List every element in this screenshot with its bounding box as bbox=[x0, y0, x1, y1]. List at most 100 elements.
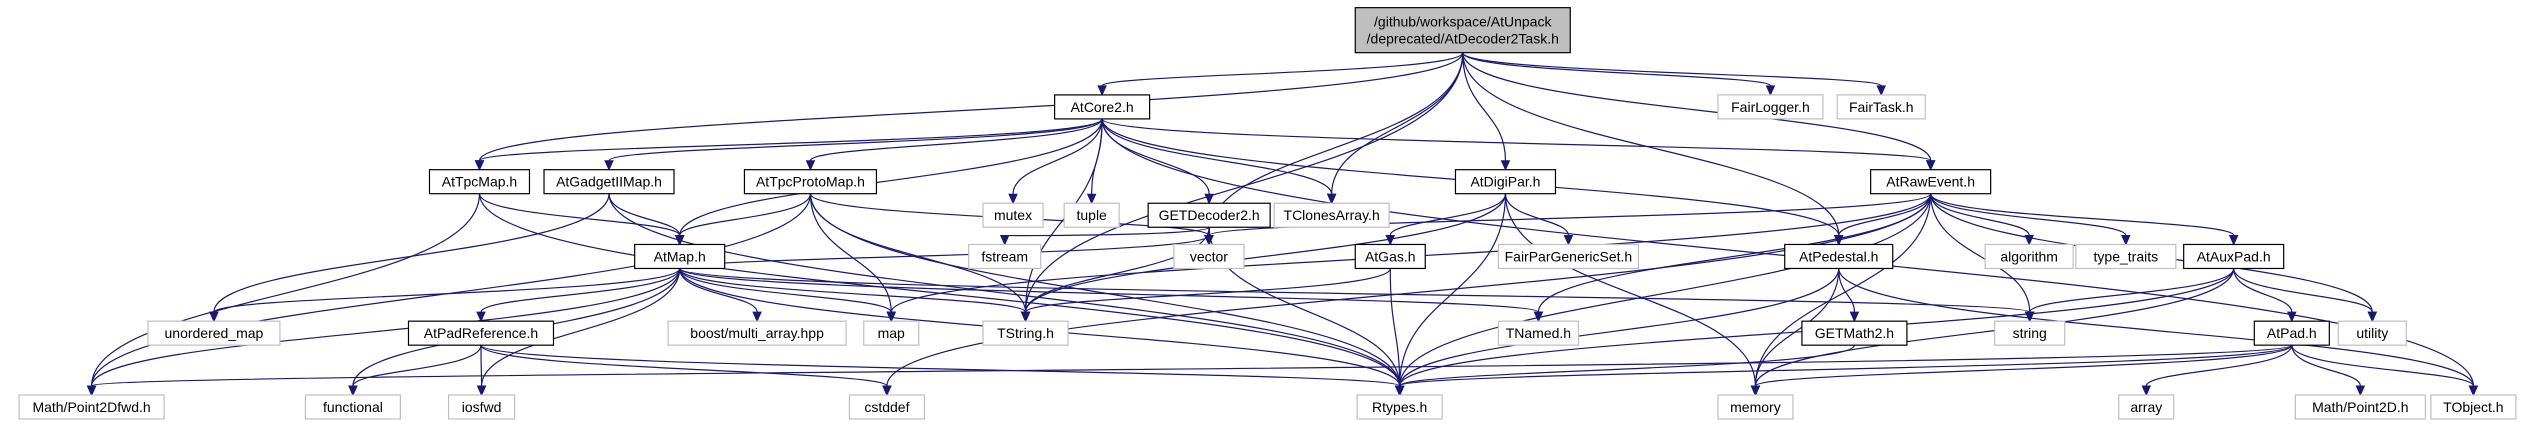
node-array: array bbox=[2118, 394, 2175, 420]
arrowhead bbox=[1008, 193, 1018, 205]
edge-atcore2-to-attpcmap bbox=[478, 118, 1103, 162]
arrowhead bbox=[1925, 160, 1936, 171]
node-box bbox=[2118, 394, 2175, 420]
edge-root-to-atpedestal bbox=[1462, 52, 1840, 236]
node-tstring: TString.h bbox=[982, 320, 1069, 346]
arrowhead bbox=[2468, 385, 2479, 397]
node-box bbox=[968, 243, 1042, 270]
node-box bbox=[1784, 243, 1894, 270]
node-tuple: tuple bbox=[1063, 202, 1120, 228]
edge-atrawevent-to-atpedestal bbox=[1838, 193, 1932, 236]
edge-atpedestal-to-memory bbox=[1754, 268, 1840, 386]
edge-atgas-to-tstring bbox=[1024, 268, 1391, 313]
node-label: AtRawEvent.h bbox=[1886, 174, 1975, 190]
arrowhead bbox=[882, 385, 892, 397]
edge-atdigipar-to-fairpargenericset bbox=[1504, 193, 1570, 236]
edge-atrawevent-to-atauxpad bbox=[1930, 193, 2235, 237]
node-tnamed: TNamed.h bbox=[1497, 320, 1580, 346]
arrowhead bbox=[1563, 234, 1574, 246]
node-label: /deprecated/AtDecoder2Task.h bbox=[1367, 31, 1559, 47]
arrowhead bbox=[2287, 311, 2297, 323]
node-box bbox=[1354, 7, 1571, 54]
arrowhead bbox=[1020, 311, 1031, 323]
edge-attpcmap-to-atmap bbox=[478, 193, 681, 237]
node-utility: utility bbox=[2337, 320, 2407, 346]
node-box bbox=[543, 169, 675, 195]
node-box bbox=[1801, 320, 1908, 346]
node-box bbox=[428, 169, 531, 195]
edge-atgadgetiimap-to-rtypes bbox=[608, 193, 1401, 386]
node-box bbox=[2183, 243, 2285, 270]
edge-atpad-to-rtypes bbox=[1399, 344, 2293, 387]
edge-atrawevent-to-cstddef bbox=[886, 193, 1932, 386]
node-map: map bbox=[863, 320, 920, 346]
node-unordered-map: unordered_map bbox=[147, 320, 281, 346]
node-mutex: mutex bbox=[982, 202, 1044, 228]
edge-atgadgetiimap-to-atmap bbox=[608, 193, 681, 236]
edge-atpedestal-to-tobject bbox=[1838, 268, 2474, 387]
node-atcore2: AtCore2.h bbox=[1054, 94, 1151, 120]
node-box bbox=[667, 320, 847, 346]
node-fstream: fstream bbox=[968, 243, 1042, 270]
node-label: utility bbox=[2356, 325, 2388, 341]
edge-root-to-tstring bbox=[1024, 52, 1464, 313]
edge-atauxpad-to-utility bbox=[2233, 268, 2373, 313]
edge-atpad-to-tobject bbox=[2291, 344, 2474, 387]
arrowhead bbox=[999, 234, 1010, 246]
edge-atpadreference-to-iosfwd bbox=[480, 345, 483, 386]
arrowhead bbox=[209, 311, 219, 323]
edge-atcore2-to-atgadgetiimap bbox=[608, 118, 1103, 162]
node-box bbox=[743, 169, 878, 195]
node-atdigipar: AtDigiPar.h bbox=[1454, 169, 1557, 195]
edge-atmap-to-boost-multi-array bbox=[679, 268, 758, 313]
edge-atmap-to-map bbox=[679, 268, 892, 313]
arrowhead bbox=[805, 160, 816, 171]
node-label: AtPadReference.h bbox=[424, 325, 538, 341]
edge-atcore2-to-atrawevent bbox=[1101, 118, 1932, 162]
arrowhead bbox=[1833, 234, 1844, 246]
node-label: functional bbox=[323, 399, 383, 415]
node-attpcprotomap: AtTpcProtoMap.h bbox=[743, 169, 878, 195]
node-iosfwd: iosfwd bbox=[447, 394, 516, 420]
node-box bbox=[147, 320, 281, 346]
node-box bbox=[1063, 202, 1120, 228]
arrowhead bbox=[674, 234, 685, 246]
node-vector: vector bbox=[1173, 243, 1245, 270]
arrowhead bbox=[348, 385, 358, 397]
edge-atcore2-to-attpcprotomap bbox=[809, 118, 1103, 162]
edge-attpcprotomap-to-math-point2dfwd bbox=[90, 193, 812, 386]
edge-atrawevent-to-vector bbox=[1208, 193, 1932, 237]
arrowhead bbox=[1533, 311, 1544, 323]
node-label: AtGas.h bbox=[1365, 248, 1416, 264]
node-box bbox=[1717, 394, 1794, 420]
edge-atdigipar-to-rtypes bbox=[1399, 193, 1507, 386]
edge-atcore2-to-atmap bbox=[679, 118, 1103, 236]
node-algorithm: algorithm bbox=[1984, 243, 2074, 270]
arrowhead bbox=[2355, 385, 2366, 397]
edge-atauxpad-to-string bbox=[2029, 268, 2235, 313]
edge-root-to-atcore2 bbox=[1101, 52, 1464, 87]
arrowhead bbox=[2228, 234, 2239, 246]
node-label: vector bbox=[1190, 248, 1228, 264]
node-label: type_traits bbox=[2094, 248, 2159, 264]
edge-getdecoder2-to-fstream bbox=[1004, 226, 1210, 237]
node-getmath2: GETMath2.h bbox=[1801, 320, 1908, 346]
edge-atgas-to-rtypes bbox=[1389, 268, 1401, 386]
node-label: string bbox=[2013, 325, 2047, 341]
edge-atdigipar-to-memory bbox=[1504, 193, 1757, 386]
arrowhead bbox=[1765, 85, 1776, 97]
node-label: TString.h bbox=[997, 325, 1054, 341]
edge-root-to-fairlogger bbox=[1462, 52, 1772, 87]
arrowhead bbox=[2367, 311, 2378, 323]
node-box bbox=[1356, 394, 1443, 420]
node-box bbox=[1497, 243, 1640, 270]
edge-atrawevent-to-algorithm bbox=[1930, 193, 2030, 236]
edge-attpcprotomap-to-map bbox=[809, 193, 892, 313]
node-functional: functional bbox=[304, 394, 402, 420]
node-label: GETMath2.h bbox=[1815, 325, 1894, 341]
node-atpad: AtPad.h bbox=[2253, 320, 2330, 346]
arrowhead bbox=[1876, 85, 1887, 97]
node-box bbox=[407, 320, 555, 346]
arrowhead bbox=[1326, 193, 1337, 205]
